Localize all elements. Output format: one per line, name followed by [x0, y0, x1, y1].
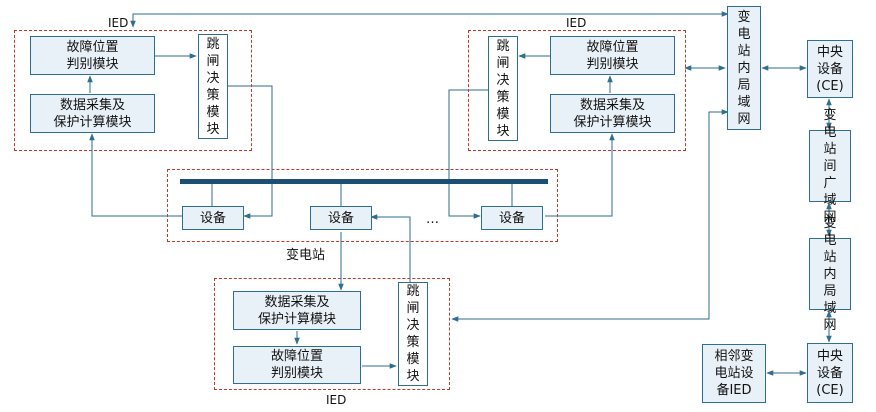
device-1: 设备 [182, 206, 244, 230]
trip-decision-module-top-left: 跳 闸 决 策 模 块 [198, 34, 228, 139]
busbar [180, 179, 548, 184]
fault-location-module-top-left: 故障位置 判别模块 [30, 36, 155, 75]
ied-label-bottom: IED [326, 393, 347, 407]
arrow-trip-to-device1-tl [228, 85, 273, 219]
central-equipment-box-2: 中央 设备 (CE) [807, 343, 853, 403]
station-lan-box: 变 电 站 内 局 域 网 [727, 6, 761, 130]
data-acquisition-module-top-right: 数据采集及 保护计算模块 [550, 94, 675, 133]
fault-location-module-bottom: 故障位置 判别模块 [233, 346, 361, 384]
device-ellipsis: … [426, 212, 439, 227]
fault-location-module-top-right: 故障位置 判别模块 [550, 36, 675, 75]
device-2: 设备 [310, 206, 372, 230]
inter-station-wan-box: 变 电 站 间 广 域 网 [809, 108, 851, 225]
arrow-device1-to-data-tl [89, 133, 212, 217]
trip-decision-module-bottom: 跳 闸 决 策 模 块 [398, 282, 428, 386]
trip-decision-module-top-right: 跳 闸 决 策 模 块 [488, 36, 518, 141]
ied-label-top-right: IED [566, 16, 587, 30]
link-lan-to-ied-bottom [451, 109, 729, 322]
substation-group [167, 169, 558, 242]
arrow-trip-to-device2-b [370, 214, 411, 282]
data-acquisition-module-top-left: 数据采集及 保护计算模块 [30, 94, 155, 133]
station-lan-box-2: 变 电 站 内 局 域 网 [809, 216, 851, 333]
ied-label-top-left: IED [108, 16, 129, 30]
link-lan-to-ied-tl [130, 11, 729, 28]
ied-group-bottom [214, 278, 450, 390]
ied-group-top-right [468, 30, 686, 151]
substation-label: 变电站 [286, 248, 326, 263]
neighbor-ied-box: 相邻变 电站设 备IED [702, 344, 766, 403]
central-equipment-box: 中央 设备 (CE) [807, 40, 853, 98]
data-acquisition-module-bottom: 数据采集及 保护计算模块 [233, 291, 361, 330]
device-3: 设备 [481, 206, 543, 230]
ied-group-top-left [14, 30, 252, 151]
